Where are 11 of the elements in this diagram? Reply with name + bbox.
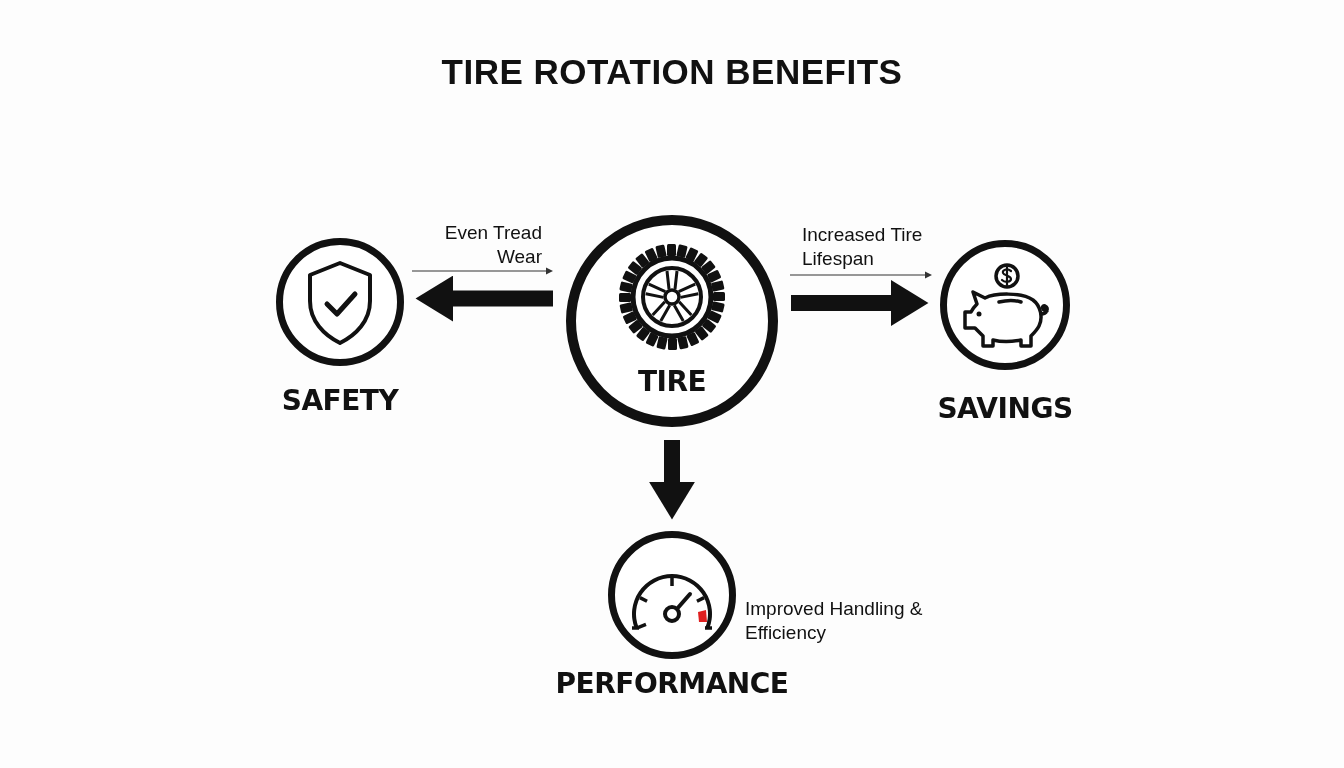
edge-label: Increased Tire Lifespan (802, 223, 924, 271)
node-title: SAVINGS (937, 392, 1073, 425)
title: TIRE ROTATION BENEFITS (440, 52, 904, 92)
thick-arrow (649, 440, 695, 520)
node-note: Improved Handling & Efficiency (745, 597, 924, 645)
thick-arrow (791, 280, 929, 326)
node-title: TIRE (636, 365, 708, 398)
thick-arrow (415, 275, 553, 322)
edge-label: Even Tread Wear (443, 221, 542, 269)
node-title: SAFETY (281, 384, 399, 417)
node-title: PERFORMANCE (555, 667, 789, 700)
